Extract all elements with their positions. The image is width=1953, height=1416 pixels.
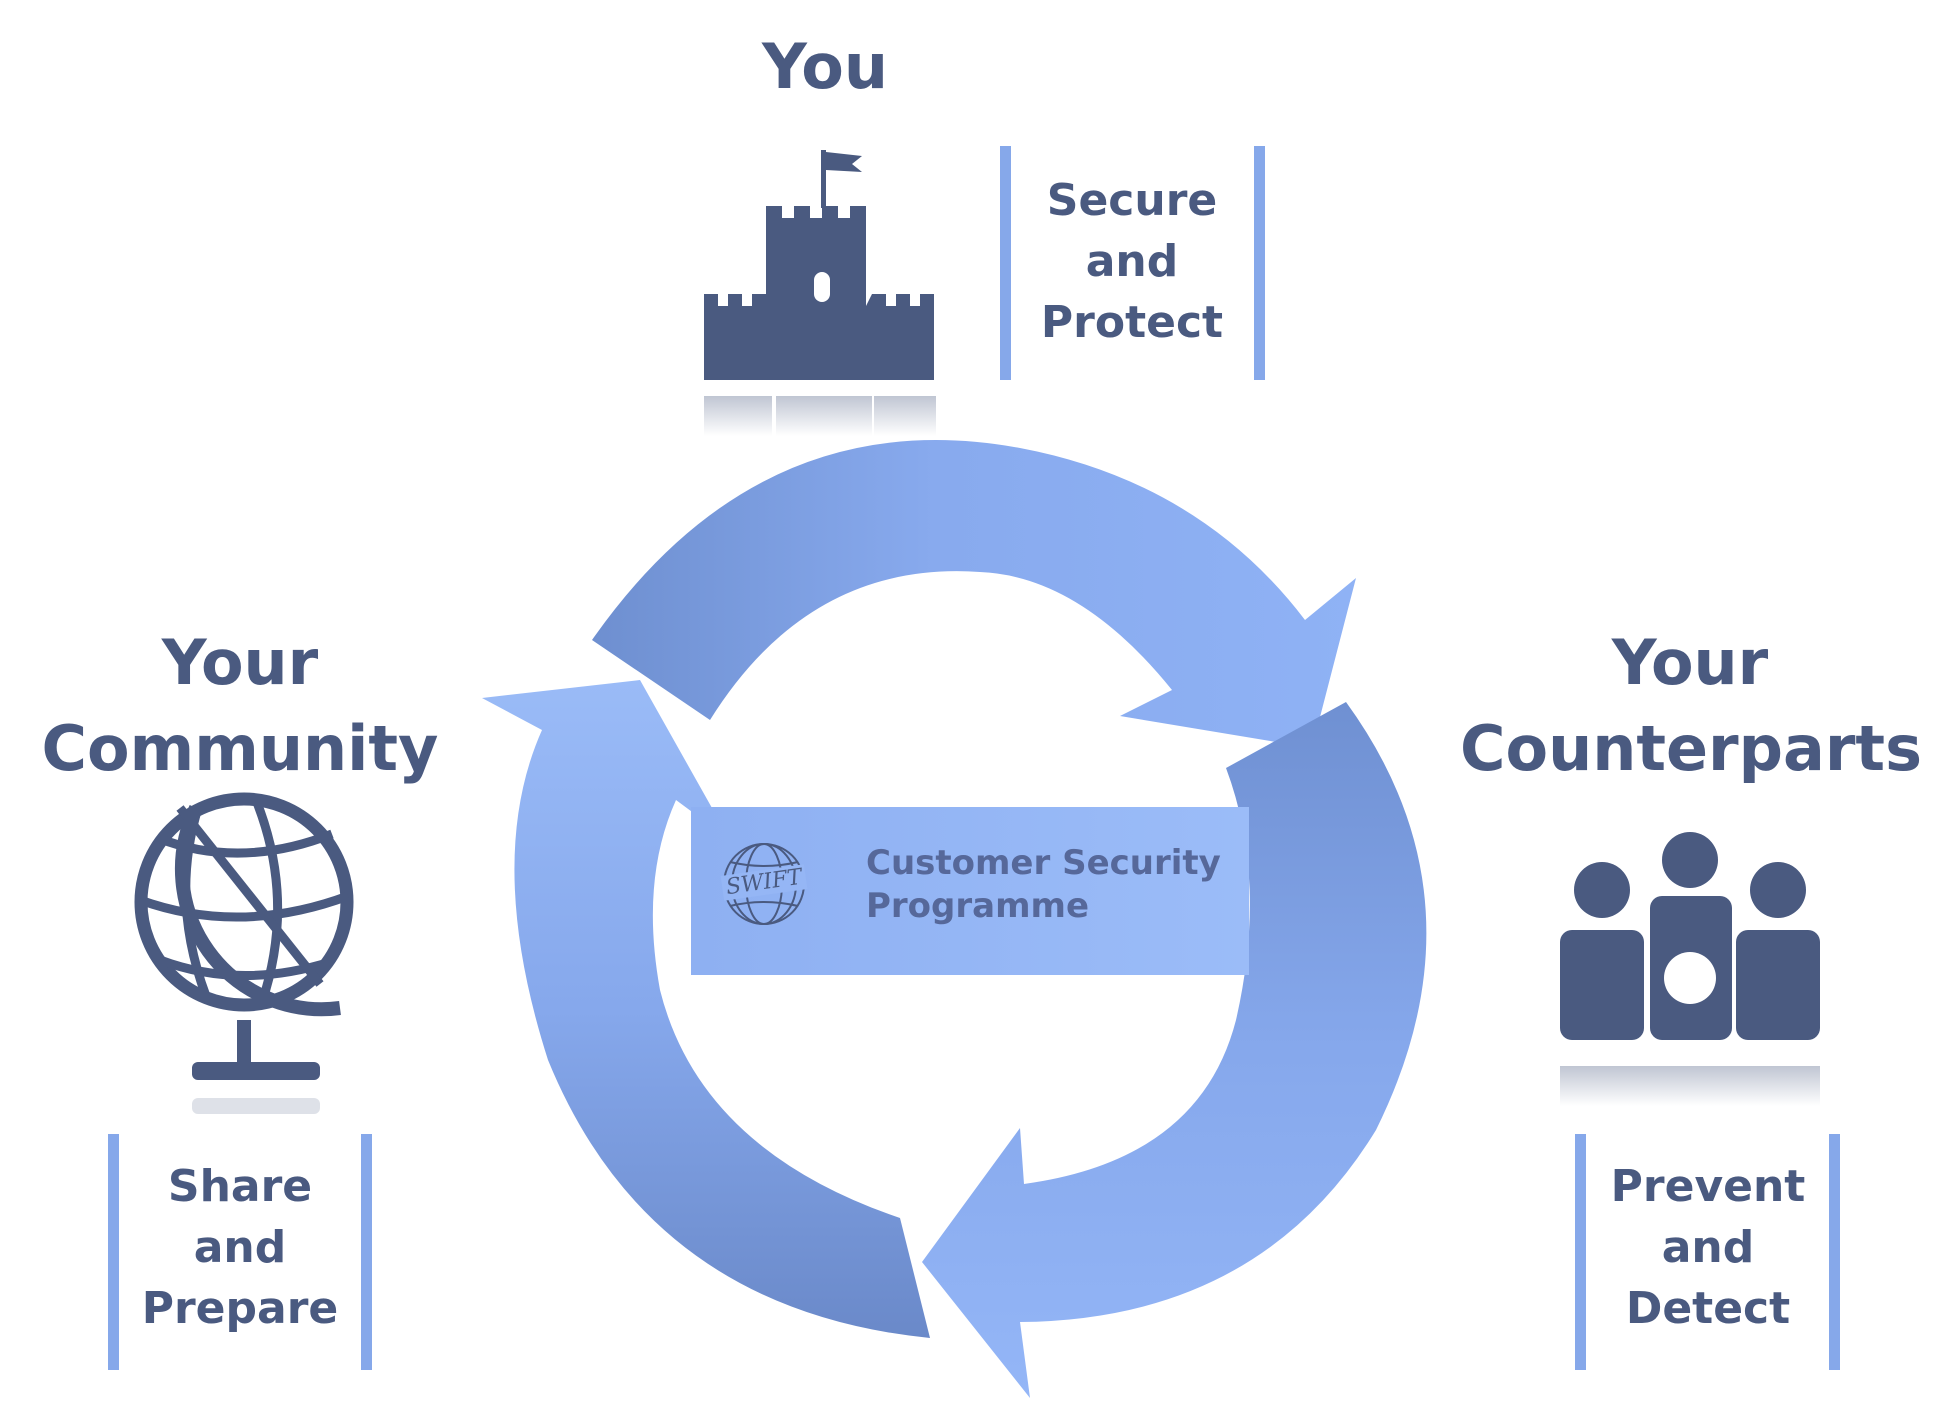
- castle-icon: [704, 150, 936, 436]
- heading-your-counterparts: Your Counterparts: [1460, 620, 1922, 792]
- divider-you-left: [1000, 146, 1011, 380]
- label-secure-line2: and: [1085, 236, 1179, 287]
- label-share-line1: Share: [167, 1161, 313, 1212]
- label-prevent-line3: Detect: [1625, 1283, 1791, 1334]
- label-share-line3: Prepare: [141, 1283, 339, 1334]
- arrow-top: [592, 440, 1356, 748]
- label-prevent-detect: Prevent and Detect: [1590, 1156, 1826, 1339]
- label-share-line2: and: [193, 1222, 287, 1273]
- label-share-prepare: Share and Prepare: [124, 1156, 356, 1339]
- heading-community-line2: Community: [41, 712, 439, 785]
- people-icon: [1560, 832, 1820, 1106]
- heading-counterparts-line1: Your: [1611, 626, 1769, 699]
- divider-counterparts-left: [1575, 1134, 1586, 1370]
- label-prevent-line2: and: [1661, 1222, 1755, 1273]
- arrow-left: [482, 680, 930, 1338]
- divider-community-right: [361, 1134, 372, 1370]
- label-secure-line3: Protect: [1040, 297, 1224, 348]
- heading-your-community: Your Community: [30, 620, 450, 792]
- label-secure-line1: Secure: [1046, 175, 1218, 226]
- heading-counterparts-line2: Counterparts: [1460, 712, 1922, 785]
- heading-community-line1: Your: [161, 626, 319, 699]
- programme-title-line1: Customer Security: [866, 843, 1221, 883]
- divider-counterparts-right: [1829, 1134, 1840, 1370]
- divider-community-left: [108, 1134, 119, 1370]
- label-secure-protect: Secure and Protect: [1014, 170, 1250, 353]
- heading-you: You: [762, 30, 888, 103]
- programme-title: Customer Security Programme: [866, 842, 1221, 928]
- globe-icon: [134, 792, 354, 1114]
- divider-you-right: [1254, 146, 1265, 380]
- programme-title-line2: Programme: [866, 886, 1090, 926]
- arrow-right: [922, 702, 1427, 1398]
- label-prevent-line1: Prevent: [1610, 1161, 1806, 1212]
